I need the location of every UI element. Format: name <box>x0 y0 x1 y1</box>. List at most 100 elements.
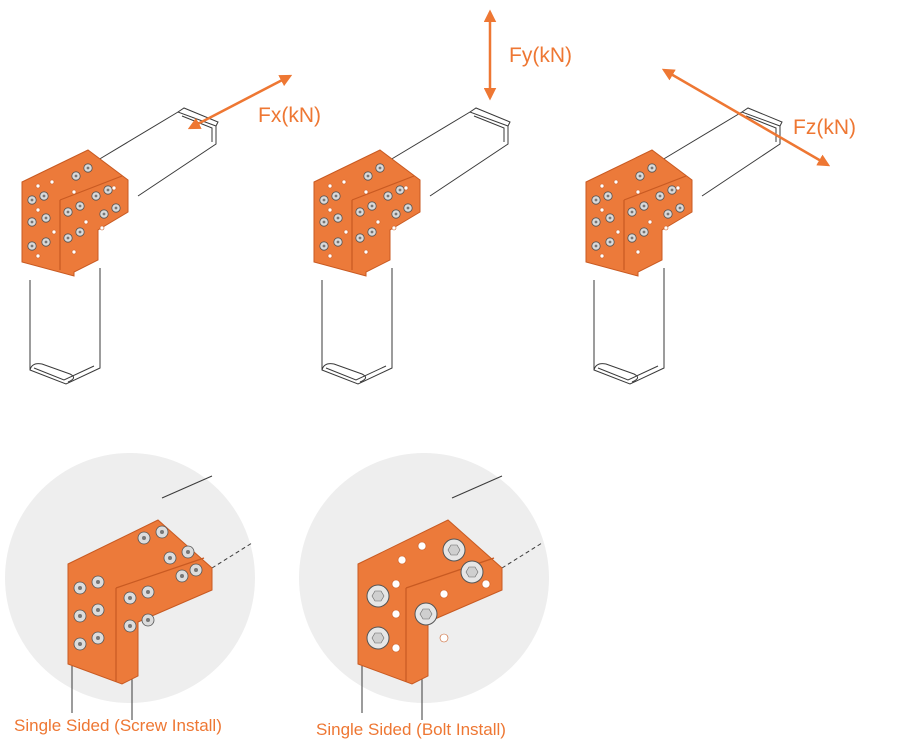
screw-center <box>358 210 362 214</box>
assembly-fz <box>585 107 783 385</box>
plate-hole <box>35 183 41 189</box>
detail-screw-center <box>78 642 82 646</box>
fz-arrow <box>661 68 831 167</box>
screw-center <box>44 216 48 220</box>
screw-center <box>102 212 106 216</box>
screw-center <box>608 216 612 220</box>
plate-hole <box>647 219 653 225</box>
plate-hole <box>71 189 77 195</box>
plate-hole <box>83 219 89 225</box>
plate-hole <box>35 253 41 259</box>
fz-label: Fz(kN) <box>793 116 856 139</box>
detail-tube-back <box>501 542 543 569</box>
detail-plate-hole <box>439 633 449 643</box>
screw-center <box>42 194 46 198</box>
screw-center <box>94 194 98 198</box>
caption-screw-install: Single Sided (Screw Install) <box>14 716 222 735</box>
plate-hole <box>635 249 641 255</box>
vertical-tube <box>593 268 665 385</box>
screw-center <box>334 194 338 198</box>
screw-center <box>370 230 374 234</box>
detail-screw-center <box>146 590 150 594</box>
screw-center <box>670 188 674 192</box>
plate-hole <box>51 229 57 235</box>
detail-plate-hole <box>397 555 407 565</box>
detail-screw-install <box>67 475 253 720</box>
bracket-fold-top <box>59 175 123 201</box>
screw-center <box>386 194 390 198</box>
assembly-fx <box>21 107 219 385</box>
screw-center <box>658 194 662 198</box>
detail-screw-center <box>128 596 132 600</box>
screw-center <box>322 244 326 248</box>
tube-inner-edge <box>597 365 659 381</box>
screw-center <box>366 174 370 178</box>
plate-hole <box>375 219 381 225</box>
screw-center <box>606 194 610 198</box>
plate-hole <box>599 183 605 189</box>
detail-screw-center <box>168 556 172 560</box>
detail-tube-top <box>451 475 503 499</box>
fy-label: Fy(kN) <box>509 44 572 67</box>
plate-hole <box>363 249 369 255</box>
screw-center <box>358 236 362 240</box>
plate-hole <box>341 179 347 185</box>
screw-center <box>638 174 642 178</box>
detail-screw-center <box>96 636 100 640</box>
screw-center <box>114 206 118 210</box>
plate-hole <box>327 183 333 189</box>
screw-center <box>66 210 70 214</box>
plate-hole <box>391 225 397 231</box>
screw-center <box>642 230 646 234</box>
screw-center <box>378 166 382 170</box>
screw-center <box>30 220 34 224</box>
screw-center <box>594 244 598 248</box>
screw-center <box>642 204 646 208</box>
plate-hole <box>403 185 409 191</box>
screw-center <box>608 240 612 244</box>
screw-center <box>66 236 70 240</box>
screw-center <box>30 244 34 248</box>
plate-hole <box>599 207 605 213</box>
fx-arrow <box>187 74 293 130</box>
screw-center <box>322 198 326 202</box>
detail-bolt-hex <box>371 590 385 602</box>
plate-hole <box>343 229 349 235</box>
screw-center <box>30 198 34 202</box>
screw-center <box>78 204 82 208</box>
detail-plate-hole <box>391 609 401 619</box>
detail-screw-center <box>128 624 132 628</box>
detail-screw-center <box>146 618 150 622</box>
detail-bolt-hex <box>419 608 433 620</box>
detail-screw-center <box>160 530 164 534</box>
caption-bolt-install: Single Sided (Bolt Install) <box>316 720 506 739</box>
screw-center <box>336 240 340 244</box>
screw-center <box>398 188 402 192</box>
plate-hole <box>613 179 619 185</box>
detail-plate-hole <box>391 643 401 653</box>
plate-hole <box>663 225 669 231</box>
screw-center <box>594 220 598 224</box>
tube-end-opening <box>29 363 74 383</box>
plate-hole <box>49 179 55 185</box>
bracket-fold-top <box>351 175 415 201</box>
tube-end-inner <box>473 115 505 142</box>
detail-bolt-hex <box>371 632 385 644</box>
screw-center <box>650 166 654 170</box>
screw-center <box>370 204 374 208</box>
screw-center <box>594 198 598 202</box>
detail-bracket-fold <box>405 557 495 682</box>
detail-tube-back <box>211 542 253 569</box>
detail-bracket-fold <box>115 557 205 682</box>
detail-bracket-plate <box>67 519 213 685</box>
bracket-fold-top <box>623 175 687 201</box>
screw-center <box>678 206 682 210</box>
plate-hole <box>71 249 77 255</box>
plate-hole <box>599 253 605 259</box>
screw-center <box>74 174 78 178</box>
plate-hole <box>35 207 41 213</box>
plate-hole <box>327 207 333 213</box>
detail-screw-center <box>96 580 100 584</box>
